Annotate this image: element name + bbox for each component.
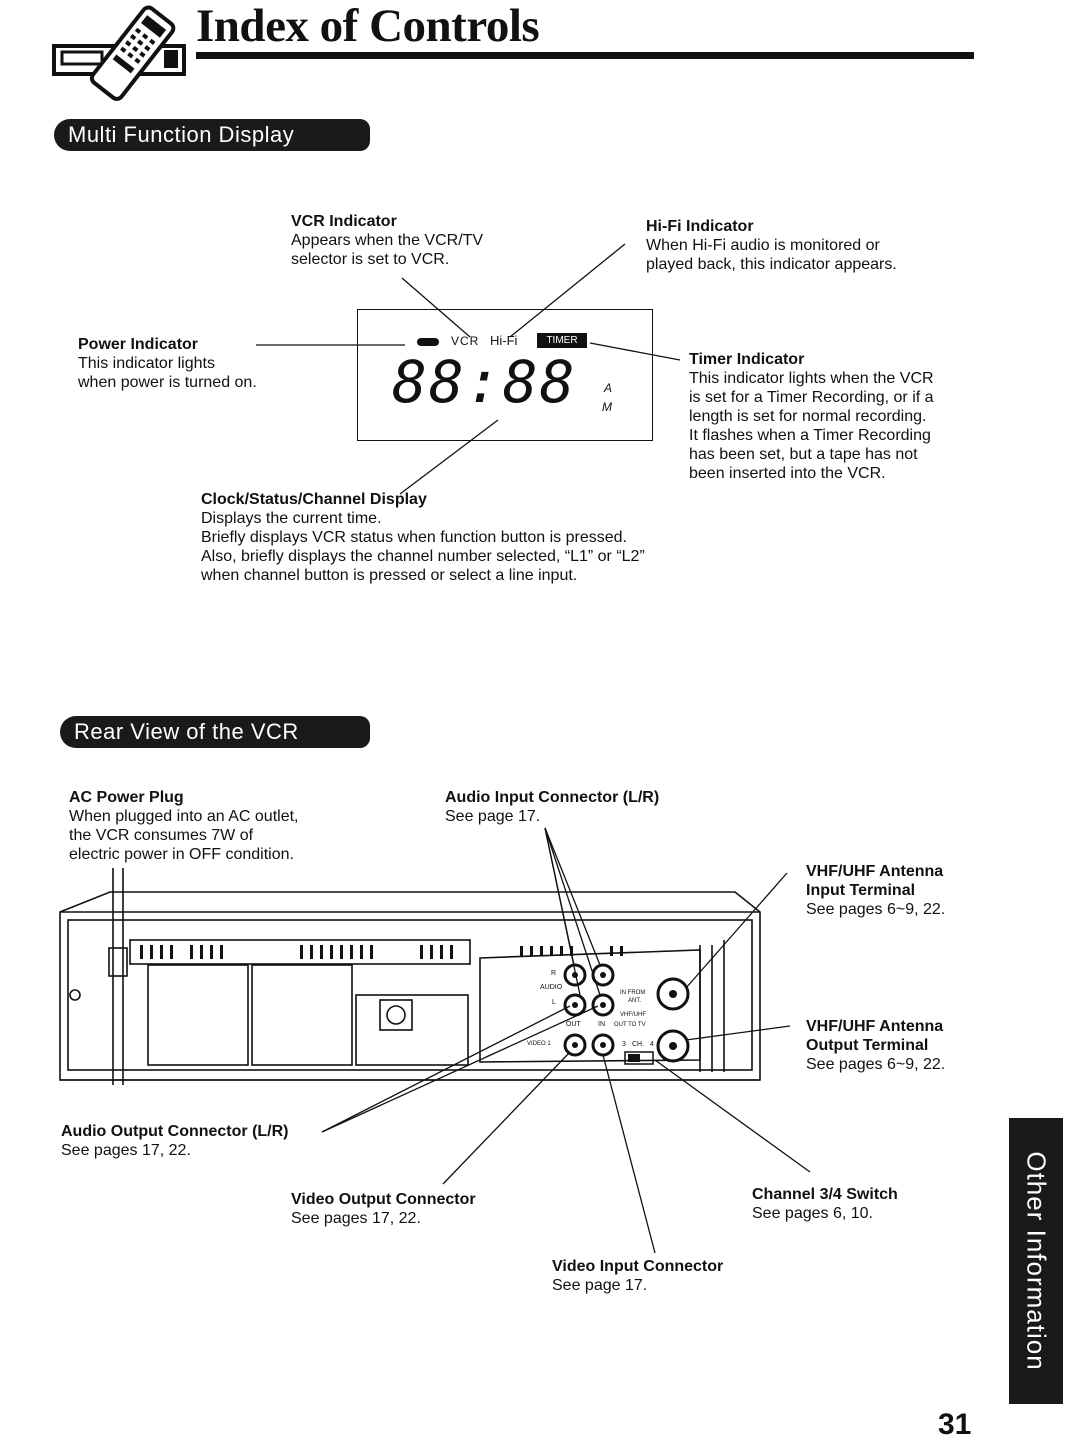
panel-label-r: R (551, 970, 557, 977)
video-output-label: Video Output Connector See pages 17, 22. (291, 1191, 476, 1227)
panel-label-ch4: 4 (650, 1041, 654, 1048)
section-header-rear-view: Rear View of the VCR (60, 716, 370, 748)
panel-label-ch: CH. (632, 1041, 645, 1048)
panel-label-vhf-uhf: VHF/UHF (620, 1012, 646, 1018)
panel-label-ch3: 3 (622, 1041, 626, 1048)
vcr-indicator-text: VCR (451, 334, 480, 348)
timer-indicator-label: Timer Indicator This indicator lights wh… (689, 351, 934, 482)
am-indicator-m: M (602, 400, 612, 414)
page-title: Index of Controls (196, 0, 540, 52)
section-header-multi-function-display: Multi Function Display (54, 119, 370, 151)
title-rule (196, 52, 974, 59)
hifi-indicator-label: Hi-Fi Indicator When Hi-Fi audio is moni… (646, 218, 897, 273)
panel-label-out: OUT (566, 1021, 581, 1028)
panel-label-ant: ANT. (628, 998, 642, 1004)
am-indicator-a: A (604, 381, 613, 395)
ac-power-plug-label: AC Power Plug When plugged into an AC ou… (69, 789, 299, 863)
side-tab-label: Other Information (1021, 1151, 1052, 1371)
vcr-indicator-label: VCR Indicator Appears when the VCR/TV se… (291, 213, 484, 268)
panel-label-out-to-tv: OUT TO TV (614, 1022, 646, 1028)
vhf-output-label: VHF/UHF Antenna Output Terminal See page… (806, 1018, 946, 1073)
multi-function-display-panel (357, 309, 653, 441)
audio-input-label: Audio Input Connector (L/R) See page 17. (445, 789, 660, 825)
power-indicator-lamp (417, 338, 439, 346)
video-input-label: Video Input Connector See page 17. (552, 1258, 724, 1294)
clock-display-label: Clock/Status/Channel Display Displays th… (201, 491, 645, 584)
side-tab-other-information: Other Information (1009, 1118, 1063, 1404)
panel-label-in-from: IN FROM (620, 990, 646, 996)
audio-output-label: Audio Output Connector (L/R) See pages 1… (61, 1123, 289, 1159)
vcr-remote-icon (52, 5, 186, 101)
panel-label-l: L (552, 999, 556, 1006)
timer-indicator-box: TIMER (537, 333, 587, 348)
panel-label-audio: AUDIO (540, 984, 563, 991)
clock-digits: 88:88 (392, 348, 577, 416)
page-number: 31 (938, 1408, 972, 1441)
vcr-rear-view-drawing (59, 868, 761, 1085)
panel-label-video1: VIDEO 1 (527, 1041, 551, 1047)
panel-label-in: IN (598, 1021, 605, 1028)
display-leader-lines (256, 243, 681, 495)
vhf-input-label: VHF/UHF Antenna Input Terminal See pages… (806, 863, 946, 918)
channel-switch-label: Channel 3/4 Switch See pages 6, 10. (752, 1186, 898, 1222)
hifi-indicator-text: Hi-Fi (490, 333, 518, 348)
power-indicator-label: Power Indicator This indicator lights wh… (78, 336, 257, 391)
